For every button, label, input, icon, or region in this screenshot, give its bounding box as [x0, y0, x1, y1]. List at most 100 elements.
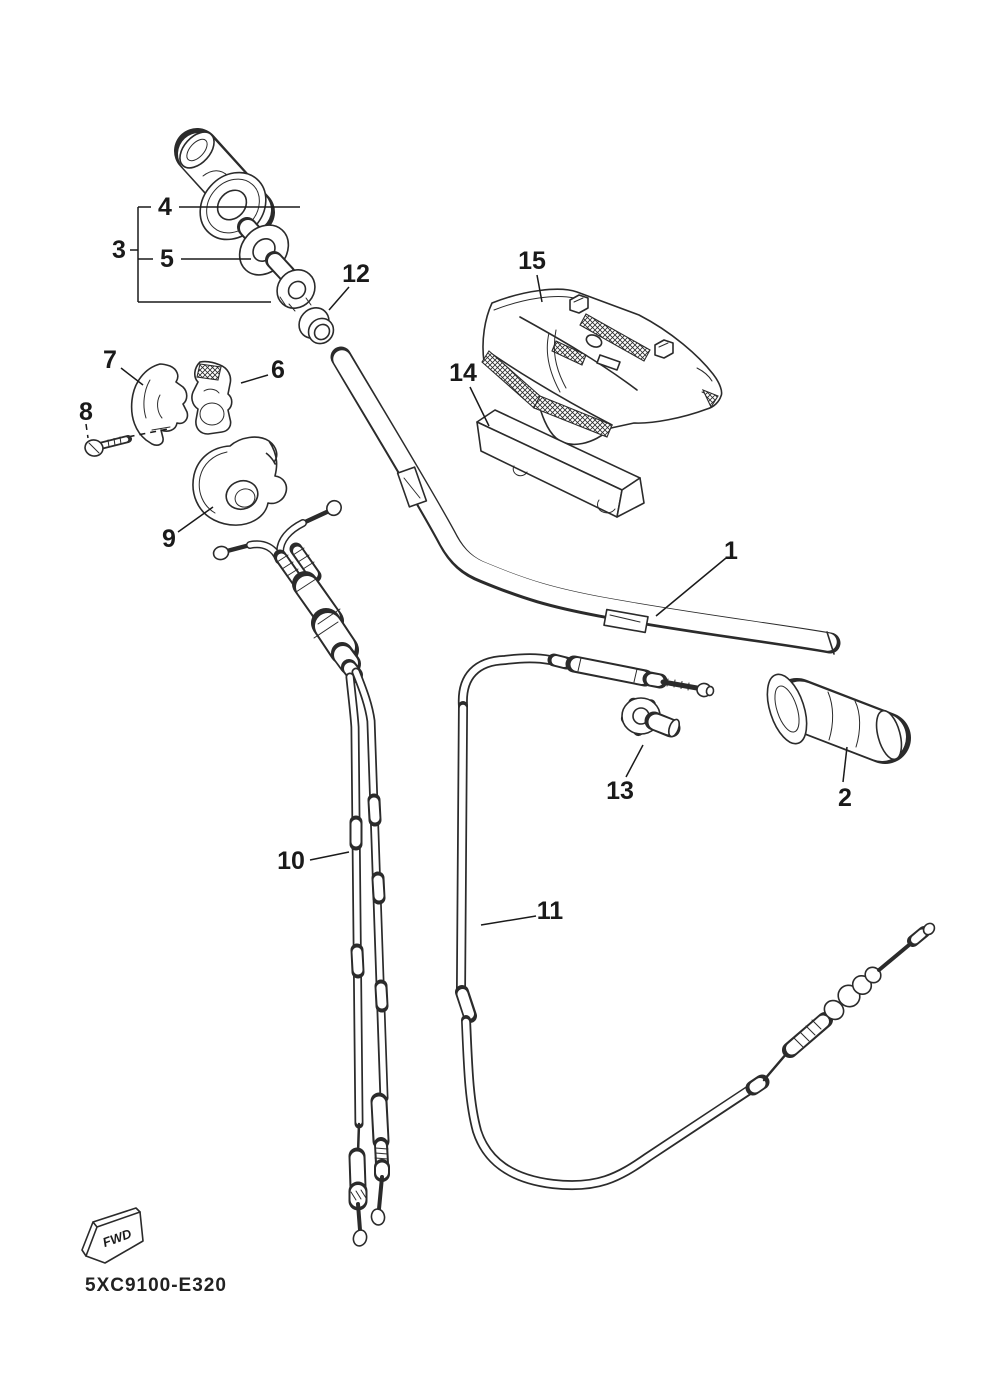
leader-14 — [469, 386, 490, 427]
cable-left-end-nipple — [352, 1229, 368, 1247]
part-label-14: 14 — [449, 359, 477, 387]
left-grip-flange-inner — [774, 685, 800, 733]
part-9-grip-cap-cover — [192, 436, 288, 526]
screw-head-slot — [88, 442, 100, 454]
callout-15: 15 — [518, 247, 546, 303]
guide-stem-end — [667, 718, 681, 738]
callouts: 1 2 3 4 5 6 7 8 9 10 — [79, 193, 852, 926]
part-15-handlebar-pad-cover — [481, 288, 723, 446]
leader-2 — [842, 746, 848, 783]
tube-end-notches — [279, 296, 312, 312]
part-label-8: 8 — [79, 398, 93, 426]
clutch-threaded-rod — [660, 679, 700, 691]
pad-clip-right-line — [658, 342, 669, 348]
callout-10: 10 — [277, 847, 350, 875]
cable-a-nipple — [326, 499, 342, 517]
holder-upper-pad — [196, 363, 222, 381]
clutch-rod-threads — [666, 678, 690, 691]
tube-shaft-core — [268, 254, 293, 280]
part-label-12: 12 — [342, 260, 370, 288]
cable-right-connector-2-core — [373, 875, 384, 901]
pad-clip-left-line — [573, 297, 584, 303]
callout-3-4-5: 3 4 5 — [112, 193, 300, 303]
guide-stem-core — [648, 714, 677, 735]
part-label-15: 15 — [518, 247, 546, 275]
part-2-grip-left — [766, 673, 911, 764]
pad-rim-line — [493, 296, 575, 311]
leader-15 — [536, 274, 543, 303]
handlebar-clamp-mark-right-line — [609, 614, 641, 623]
cable-right-spring-coils — [374, 1147, 389, 1160]
part-label-2: 2 — [838, 784, 852, 812]
callout-9: 9 — [162, 506, 214, 553]
pad-edge-diagonal-1 — [519, 316, 638, 391]
cable-right-rod — [377, 1175, 384, 1211]
pad-tab — [596, 354, 621, 371]
part-14-pad-cushion — [476, 409, 645, 518]
cable-right-connector-1-core — [369, 797, 380, 823]
cable-right-core — [353, 669, 387, 1099]
part-11-clutch-cable — [455, 653, 936, 1191]
handlebar-clamp-mark-left — [396, 466, 428, 508]
diagram-code: 5XC9100-E320 — [85, 1275, 227, 1296]
screw-shaft-core — [99, 437, 129, 448]
callout-2: 2 — [838, 746, 852, 812]
cushion-left-edge — [476, 421, 482, 452]
bracket-3-4-5 — [130, 206, 300, 303]
throttle-grip-assembly — [174, 128, 316, 312]
handlebar-end-cut — [826, 631, 835, 655]
cable-left-connector-2-core — [352, 947, 363, 975]
cushion-groove — [597, 499, 616, 514]
pad-strap-lines — [546, 329, 567, 393]
part-6-holder-upper — [191, 360, 233, 435]
callout-1: 1 — [655, 537, 738, 617]
clutch-end-adjuster-knurl — [793, 1019, 822, 1048]
cushion-notch — [512, 465, 528, 477]
clutch-lower-outer — [461, 1015, 756, 1191]
cushion-end-face — [616, 477, 645, 518]
clutch-locknut-core — [646, 674, 664, 686]
cable-right-barrel-core — [372, 1096, 388, 1146]
holder-lower-outline — [130, 363, 189, 446]
cable-left-knurl-ticks — [350, 1189, 367, 1201]
part-label-13: 13 — [606, 777, 634, 805]
cable-left-barrel-core — [350, 1151, 365, 1193]
clutch-adjuster-barrel-core — [570, 658, 649, 684]
cable-left-rod — [356, 1202, 362, 1232]
callout-11: 11 — [480, 897, 563, 926]
clutch-sheath-end-core — [749, 1078, 766, 1093]
cable-right-connector-3-core — [376, 983, 387, 1009]
leader-12 — [328, 286, 350, 311]
part-12-collar — [298, 307, 335, 345]
handlebar-clamp-mark-left-line — [403, 477, 421, 499]
leader-10 — [309, 851, 350, 861]
cover-inner-line — [198, 451, 228, 514]
handlebar-clamp-mark-right — [603, 608, 649, 634]
leader-11 — [480, 915, 537, 926]
cable-right-end-nipple — [370, 1208, 386, 1226]
part-label-9: 9 — [162, 525, 176, 553]
grip-flange-hole — [216, 189, 248, 221]
callout-8: 8 — [79, 398, 93, 426]
cable-a-core — [277, 520, 306, 555]
pad-clip-right — [654, 339, 674, 359]
leader-7 — [120, 367, 144, 386]
clutch-end-rod — [877, 943, 911, 972]
grip-end-cap — [179, 131, 215, 169]
clutch-end-nut — [823, 999, 845, 1021]
left-grip-end-cap — [875, 709, 903, 761]
screw-threads — [107, 436, 122, 448]
callout-7: 7 — [103, 346, 144, 386]
clutch-ferrule-core — [551, 656, 569, 667]
pad-buckle-oval — [585, 334, 603, 348]
part-13-cable-guide — [620, 697, 681, 738]
pad-logo-strip — [579, 313, 651, 362]
adjuster-knurl-ticks — [276, 547, 315, 577]
collar-hole — [313, 323, 331, 341]
callout-13: 13 — [606, 744, 644, 805]
part-label-1: 1 — [724, 537, 738, 565]
screw-axis-dashes — [85, 423, 169, 442]
pad-center-strip — [551, 340, 587, 366]
part-label-3: 3 — [112, 236, 126, 264]
